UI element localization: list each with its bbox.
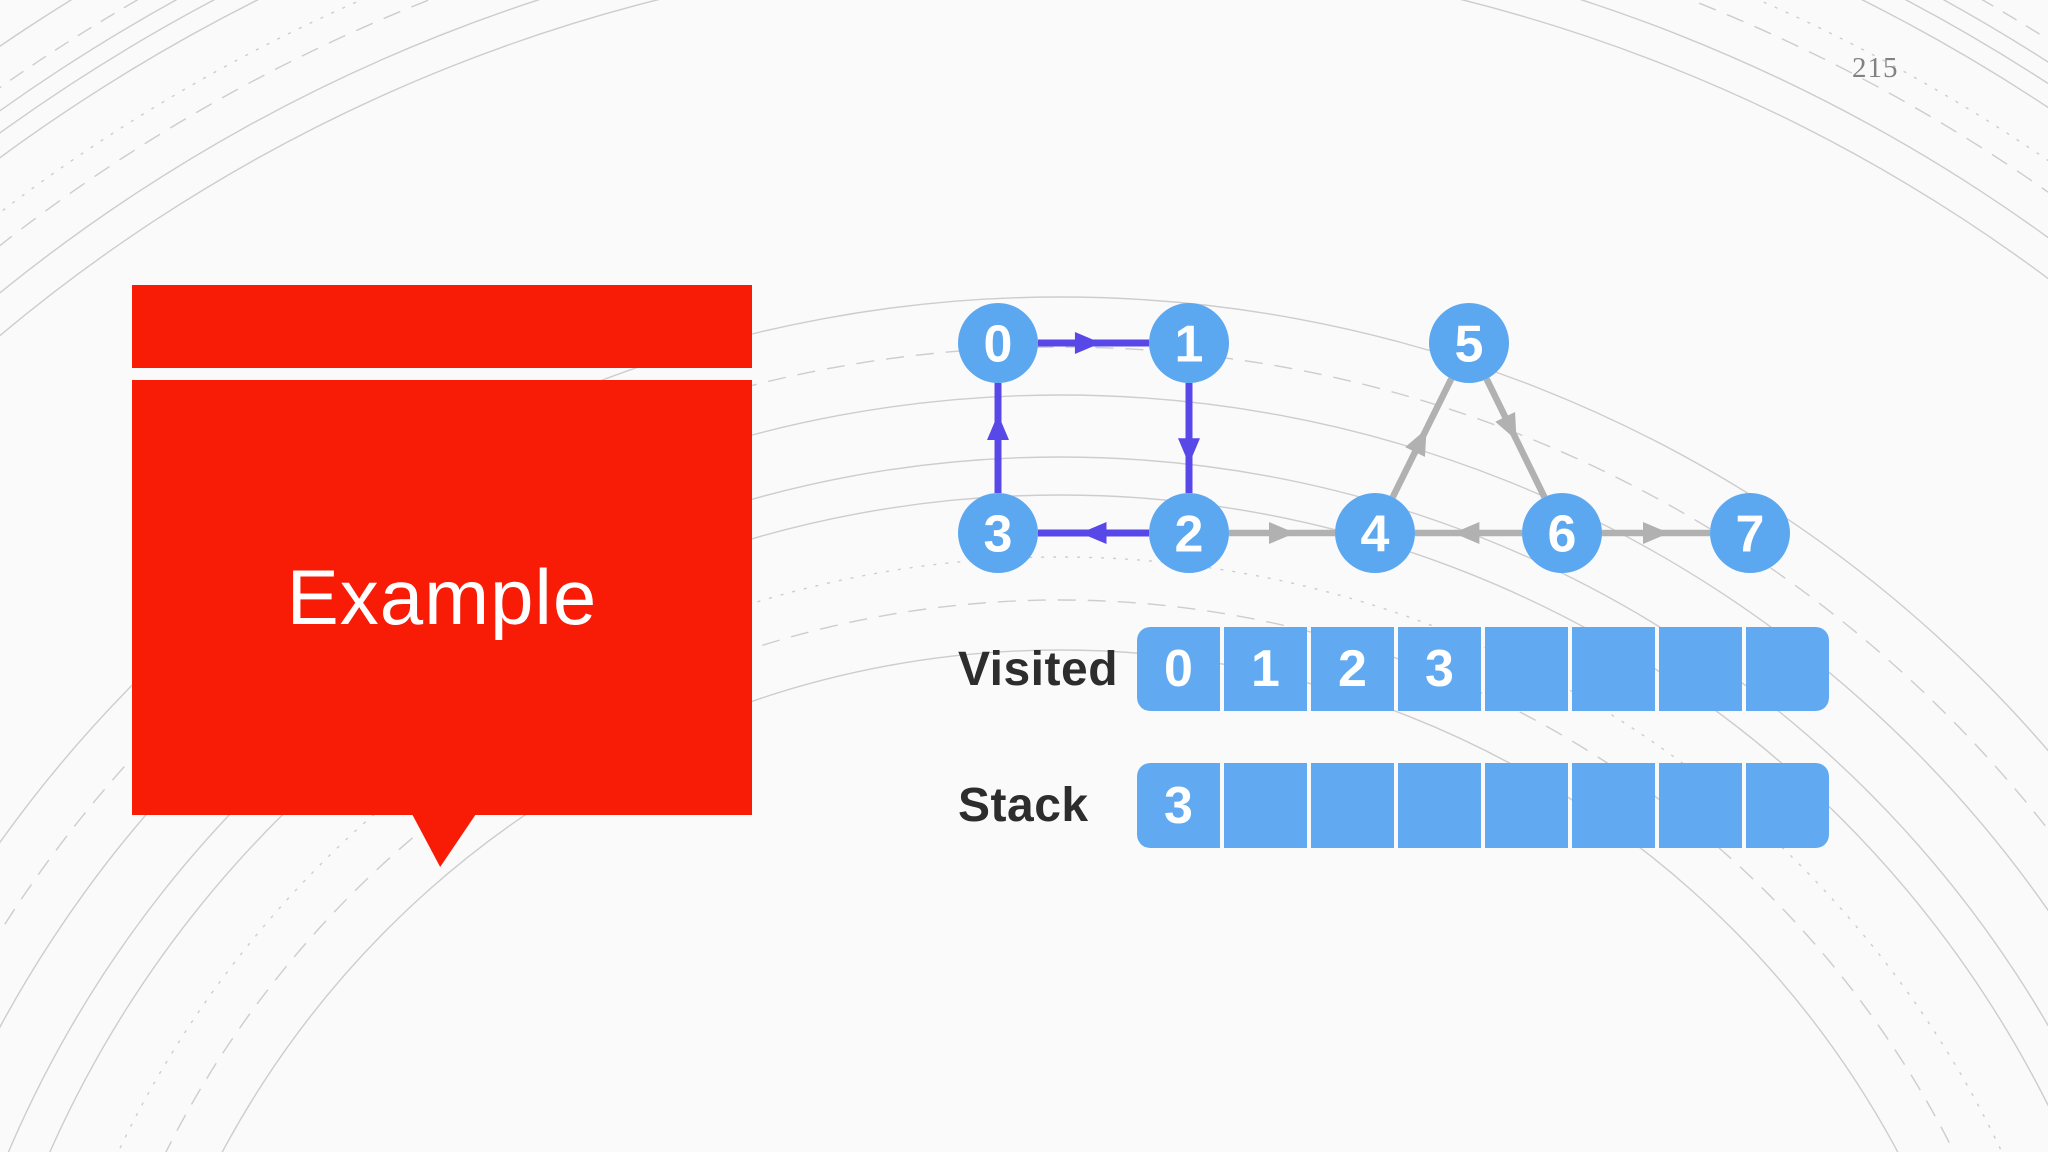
stack-array: 3: [1137, 763, 1829, 848]
callout-tail: [412, 814, 476, 867]
visited-array-cell-1: 1: [1224, 627, 1307, 711]
graph-node-0: [958, 303, 1038, 383]
graph-node-label-0: 0: [984, 316, 1013, 374]
stack-array-cell-5: [1572, 763, 1655, 848]
page-number: 215: [1852, 52, 1899, 84]
graph-node-label-6: 6: [1548, 506, 1577, 564]
graph-node-label-5: 5: [1455, 316, 1484, 374]
stack-row: Stack 3: [958, 763, 1829, 848]
graph-node-7: [1710, 493, 1790, 573]
stack-array-cell-0: 3: [1137, 763, 1220, 848]
graph-node-label-2: 2: [1175, 506, 1204, 564]
graph-node-5: [1429, 303, 1509, 383]
stack-array-cell-1: [1224, 763, 1307, 848]
graph-node-label-3: 3: [984, 506, 1013, 564]
graph-node-6: [1522, 493, 1602, 573]
stack-array-cell-2: [1311, 763, 1394, 848]
graph-arrowhead-1-2: [1178, 438, 1200, 465]
callout-top-bar: [132, 285, 752, 368]
graph-arrowhead-6-7: [1643, 522, 1669, 544]
visited-array-cell-3: 3: [1398, 627, 1481, 711]
graph-arrowhead-0-1: [1074, 332, 1101, 354]
stack-array-cell-4: [1485, 763, 1568, 848]
callout-box: Example: [132, 380, 752, 815]
graph-node-label-4: 4: [1361, 506, 1390, 564]
visited-array-cell-5: [1572, 627, 1655, 711]
slide-title: Example: [286, 553, 598, 641]
graph-diagram: 0 1 5 3 2 4 6 7: [958, 303, 1790, 573]
visited-label: Visited: [958, 642, 1119, 696]
graph-arrowhead-2-3: [1080, 522, 1107, 544]
graph-arrowhead-6-4: [1453, 522, 1480, 544]
graph-node-1: [1149, 303, 1229, 383]
graph-arrowhead-3-0: [987, 414, 1009, 440]
graph-arrowhead-2-4: [1269, 522, 1295, 544]
visited-array-cell-0: 0: [1137, 627, 1220, 711]
graph-node-4: [1335, 493, 1415, 573]
graph-node-2: [1149, 493, 1229, 573]
visited-array-cell-6: [1659, 627, 1742, 711]
visited-array-cell-2: 2: [1311, 627, 1394, 711]
stack-label: Stack: [958, 779, 1089, 832]
graph-node-label-1: 1: [1175, 316, 1204, 374]
visited-array-cell-7: [1746, 627, 1829, 711]
graph-node-label-7: 7: [1736, 506, 1765, 564]
graph-arrowhead-4-5: [1405, 428, 1427, 457]
stack-array-cell-7: [1746, 763, 1829, 848]
stack-array-cell-6: [1659, 763, 1742, 848]
graph-arrowhead-5-6: [1495, 412, 1517, 441]
stack-array-cell-3: [1398, 763, 1481, 848]
visited-array-cell-4: [1485, 627, 1568, 711]
graph-node-3: [958, 493, 1038, 573]
